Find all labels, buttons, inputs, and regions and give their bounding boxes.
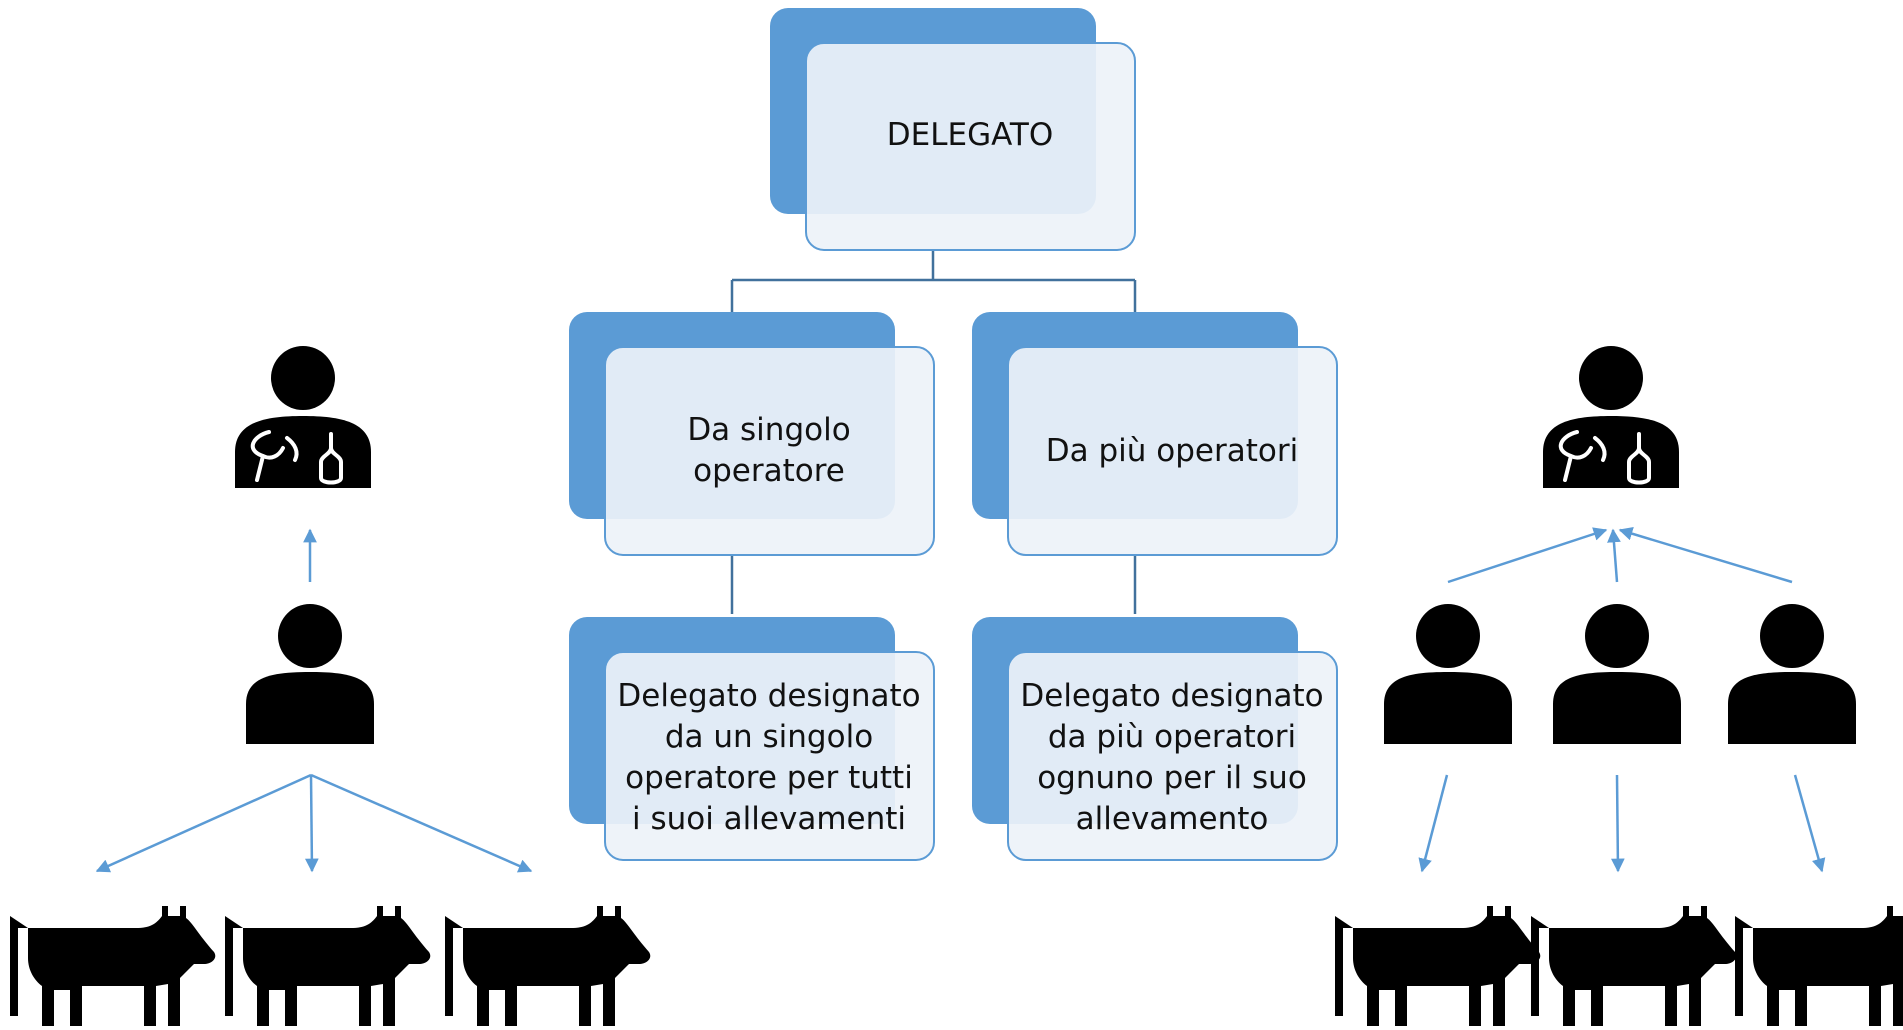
person-icon: [1384, 604, 1512, 744]
person-icon: [1553, 604, 1681, 744]
veterinarian-icon: [1541, 344, 1681, 490]
node-branch-2-text: Da più operatori: [1046, 433, 1298, 469]
arrow-operator-3-to-vet: [1618, 527, 1793, 584]
connector-lines: [730, 250, 1137, 614]
node-text-line: ognuno per il suo: [1037, 760, 1307, 796]
arrow-operator-3-to-cow: [1793, 774, 1826, 873]
cow-icon: [10, 906, 216, 1026]
cow-icon: [1735, 906, 1903, 1026]
node-text-line: DELEGATO: [887, 117, 1053, 153]
node-detail-1-text: Delegato designato da un singolo operatore…: [617, 678, 920, 837]
arrow-operator-1-to-cow: [1418, 774, 1449, 873]
node-text-line: Da singolo: [687, 412, 850, 448]
arrow-operator-2-to-vet: [1607, 528, 1621, 583]
node-branch-1-text: Da singolo operatore: [687, 412, 850, 489]
cow-icon: [225, 906, 431, 1026]
node-branch-single-operator: Da singolo operatore: [569, 312, 935, 556]
arrow-operator-2-to-cow: [1610, 774, 1625, 873]
node-detail-multiple-operators: Delegato designato da più operatori ognuno…: [972, 617, 1338, 861]
left-illustration: [10, 344, 651, 1026]
node-detail-2-text: Delegato designato da più operatori ognuno…: [1020, 678, 1323, 837]
arrow-operator-to-cow-3: [310, 773, 533, 873]
veterinarian-icon: [233, 344, 373, 490]
node-detail-single-operator: Delegato designato da un singolo operatore…: [569, 617, 935, 861]
node-text-line: Da più operatori: [1046, 433, 1298, 469]
arrow-operator-1-to-vet: [1447, 527, 1608, 584]
root-to-branches-connector: [730, 250, 1137, 348]
node-branch-1-box: [604, 346, 935, 556]
node-root: DELEGATO: [770, 8, 1136, 251]
arrow-operator-to-cow-2: [304, 774, 319, 873]
node-detail-2-box: [1007, 651, 1338, 861]
node-text-line: operatore per tutti: [625, 760, 913, 796]
arrow-operator-to-cow-1: [95, 773, 312, 873]
node-text-line: operatore: [693, 453, 845, 489]
cow-icon: [1531, 906, 1737, 1026]
node-text-line: da più operatori: [1048, 719, 1296, 755]
node-branch-multiple-operators: Da più operatori: [972, 312, 1338, 556]
person-icon: [1728, 604, 1856, 744]
node-text-line: i suoi allevamenti: [632, 801, 906, 837]
node-root-text: DELEGATO: [887, 117, 1053, 153]
node-text-line: Delegato designato: [1020, 678, 1323, 714]
node-root-box: [805, 42, 1136, 251]
node-branch-2-box: [1007, 346, 1338, 556]
node-text-line: allevamento: [1076, 801, 1269, 837]
node-text-line: da un singolo: [665, 719, 873, 755]
node-text-line: Delegato designato: [617, 678, 920, 714]
node-detail-1-box: [604, 651, 935, 861]
person-icon: [246, 604, 374, 744]
right-illustration: [1335, 344, 1903, 1026]
cow-icon: [445, 906, 651, 1026]
cow-icon: [1335, 906, 1541, 1026]
